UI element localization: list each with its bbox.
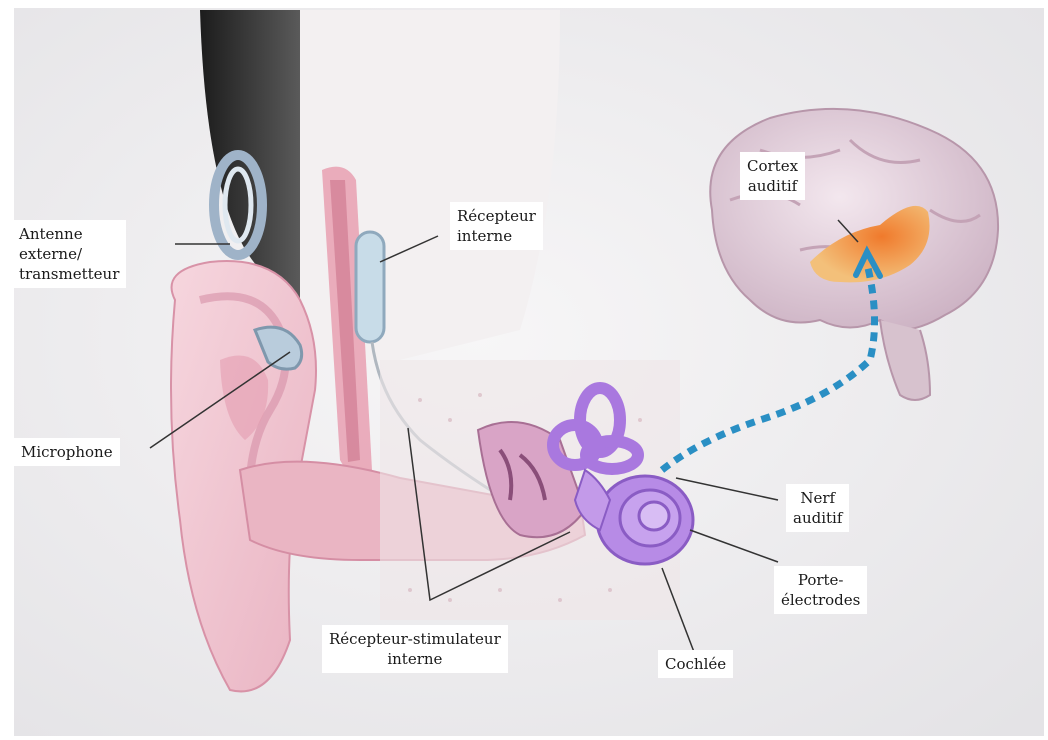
internal-receiver-icon xyxy=(356,232,384,342)
label-microphone: Microphone xyxy=(14,438,120,466)
label-antenna-transmitter: Antenne externe/ transmetteur xyxy=(12,220,126,288)
label-internal-receiver: Récepteur interne xyxy=(450,202,543,250)
label-cochlea: Cochlée xyxy=(658,650,733,678)
label-receiver-stimulator: Récepteur-stimulateur interne xyxy=(322,625,508,673)
label-auditory-nerve: Nerf auditif xyxy=(786,484,849,532)
label-auditory-cortex: Cortex auditif xyxy=(740,152,805,200)
label-electrode-array: Porte- électrodes xyxy=(774,566,867,614)
cochlea-icon xyxy=(597,476,693,564)
